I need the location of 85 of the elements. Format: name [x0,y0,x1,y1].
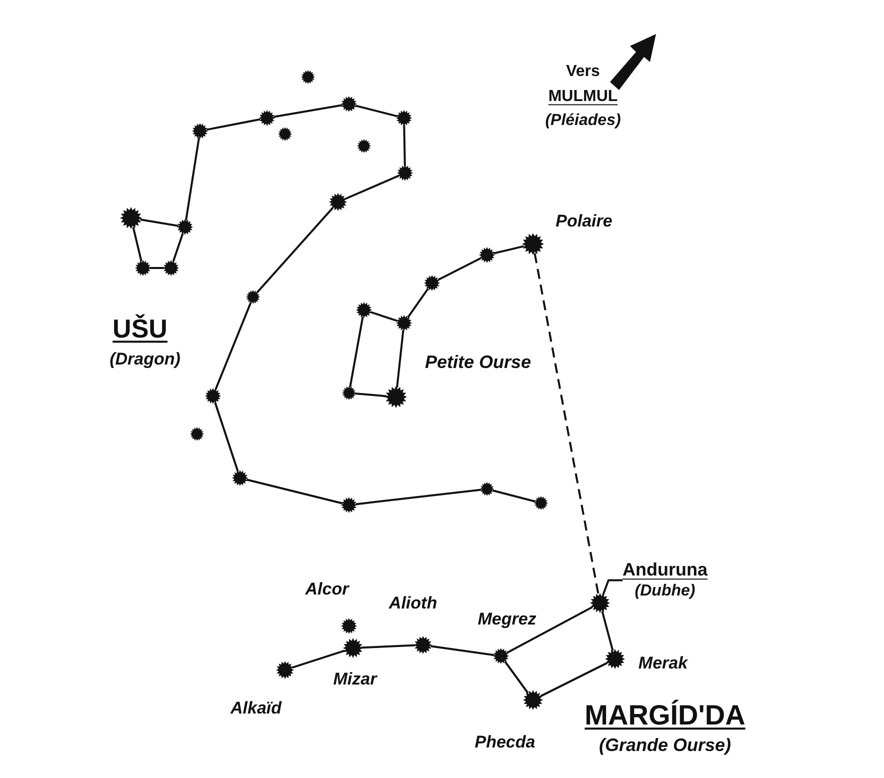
star-symbol [424,275,440,291]
star-symbol [522,233,544,255]
constellation-name: MARGÍD'DA [584,700,746,732]
star-name: Anduruna [622,560,708,582]
star-symbol [177,219,193,235]
star-symbol [385,386,407,408]
constellation-line [601,610,614,652]
star-name: Alcor [305,580,349,600]
star-name: (Dubhe) [634,581,696,600]
star-symbol [278,127,292,141]
star-symbol [397,165,413,181]
star-symbol [590,593,610,613]
constellation-line [214,302,252,390]
star-name: Merak [638,654,688,674]
star-symbol [341,497,357,513]
star-symbol [192,123,208,139]
constellation-line [403,124,406,166]
direction-label: (Pléiades) [545,112,621,130]
constellation-line [361,644,416,649]
star-symbol [357,139,371,153]
star-symbol [479,247,495,263]
constellation-line [256,207,334,294]
star-symbol [342,386,356,400]
star-symbol [205,388,221,404]
constellation-line [438,257,482,281]
constellation-line [206,118,260,131]
constellation-line [140,218,178,227]
star-symbol [329,193,347,211]
constellation-line [172,233,184,262]
leader-line [602,579,622,596]
constellation-line [430,645,494,656]
constellation-line [506,606,593,654]
star-symbol [259,110,275,126]
constellation-name: (Grande Ourse) [598,736,732,756]
star-symbol [163,260,179,276]
star-name: Polaire [556,212,612,232]
constellation-line [356,488,482,506]
dashed-line [534,253,600,595]
star-name: Phecda [474,734,536,752]
star-symbol [414,636,432,654]
star-symbol [120,207,142,229]
star-symbol [396,315,412,331]
constellation-line [493,245,524,254]
direction-label: Vers [566,63,600,81]
constellation-line [355,104,398,118]
constellation-line [540,662,608,698]
star-symbol [523,690,543,710]
star-symbol [480,482,494,496]
star-symbol [605,649,625,669]
constellation-line [150,267,164,269]
constellation-line [354,392,387,398]
star-symbol [246,290,260,304]
constellation-line [492,490,536,502]
direction-label: MULMUL [548,88,618,106]
star-name: Alkaïd [230,700,282,718]
star-symbol [341,96,357,112]
star-name: Mizar [333,670,377,690]
constellation-line [246,478,343,504]
star-symbol [534,496,548,510]
constellation-line [504,660,529,694]
constellation-line [407,288,429,318]
star-symbol [190,427,204,441]
star-symbol [276,661,294,679]
constellation-name: UŠU [112,314,168,344]
star-symbol [232,470,248,486]
constellation-line [214,402,239,472]
star-symbol [356,302,372,318]
star-symbol [343,638,363,658]
star-symbol [493,648,509,664]
constellation-line [344,174,400,200]
star-symbol [396,110,412,126]
star-name: Alioth [388,594,438,614]
star-symbol [301,70,315,84]
constellation-line [349,316,364,388]
constellation-name: (Dragon) [110,350,180,370]
constellation-line [274,104,342,118]
star-symbol [135,260,151,276]
constellation-name: Petite Ourse [424,353,532,373]
star-name: Megrez [478,610,536,630]
constellation-line [292,650,346,669]
star-symbol [341,618,357,634]
constellation-line [396,330,404,388]
constellation-line [132,226,142,262]
constellation-line [370,311,398,322]
constellation-line [185,138,200,220]
